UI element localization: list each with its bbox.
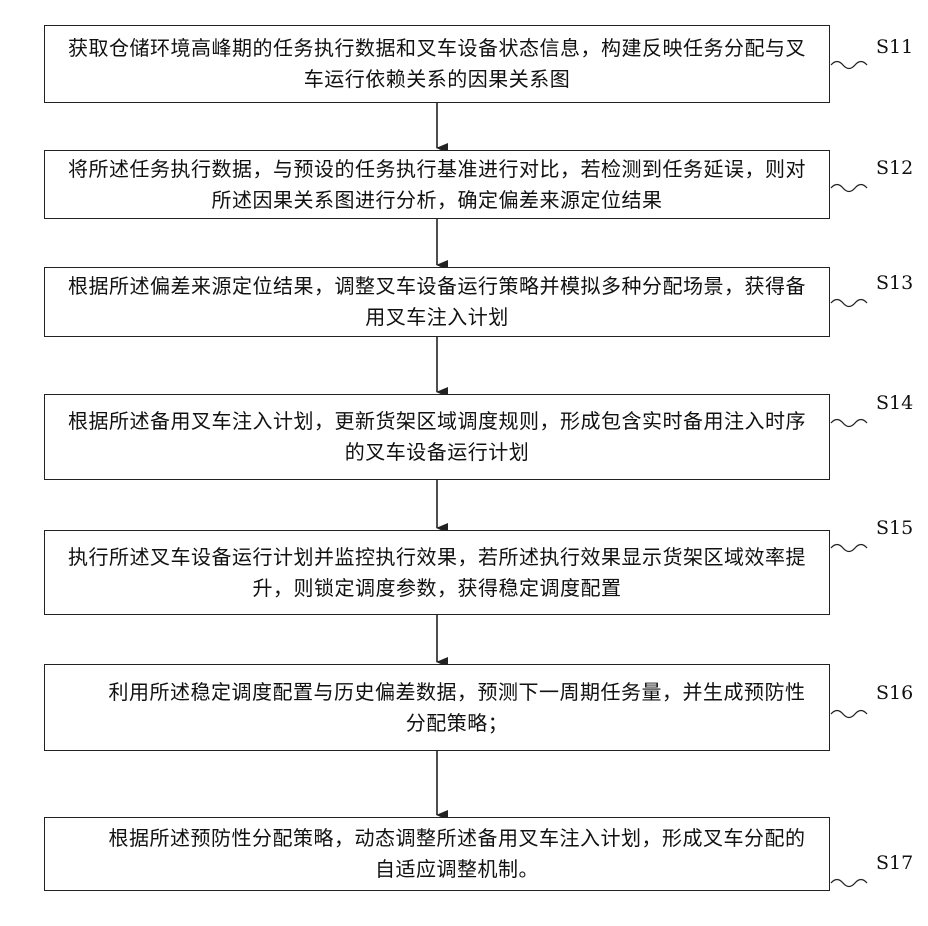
step-label-s12: S12: [876, 157, 913, 179]
step-box-s13: 根据所述偏差来源定位结果，调整叉车设备运行策略并模拟多种分配场景，获得备用叉车注…: [44, 267, 830, 337]
step-label-s15: S15: [876, 517, 913, 539]
leader-s15: [831, 545, 867, 552]
step-label-s13: S13: [876, 272, 913, 294]
step-text-s13: 根据所述偏差来源定位结果，调整叉车设备运行策略并模拟多种分配场景，获得备用叉车注…: [62, 271, 812, 333]
step-text-s12: 将所述任务执行数据，与预设的任务执行基准进行对比，若检测到任务延误，则对所述因果…: [62, 154, 812, 216]
step-label-s14: S14: [876, 392, 913, 414]
leader-s17: [831, 880, 867, 887]
step-box-s12: 将所述任务执行数据，与预设的任务执行基准进行对比，若检测到任务延误，则对所述因果…: [44, 150, 830, 219]
step-text-s15: 执行所述叉车设备运行计划并监控执行效果，若所述执行效果显示货架区域效率提升，则锁…: [62, 542, 812, 604]
leader-s13: [831, 300, 867, 307]
step-box-s17: 根据所述预防性分配策略，动态调整所述备用叉车注入计划，形成叉车分配的自适应调整机…: [44, 817, 830, 891]
leader-s16: [831, 711, 867, 718]
step-label-s11: S11: [876, 36, 913, 58]
step-box-s14: 根据所述备用叉车注入计划，更新货架区域调度规则，形成包含实时备用注入时序的叉车设…: [44, 394, 830, 480]
step-text-s11: 获取仓储环境高峰期的任务执行数据和叉车设备状态信息，构建反映任务分配与叉车运行依…: [62, 33, 812, 95]
step-label-s17: S17: [876, 852, 913, 874]
step-label-s16: S16: [876, 682, 913, 704]
leader-s12: [831, 185, 867, 192]
step-box-s11: 获取仓储环境高峰期的任务执行数据和叉车设备状态信息，构建反映任务分配与叉车运行依…: [44, 25, 830, 103]
step-text-s17: 根据所述预防性分配策略，动态调整所述备用叉车注入计划，形成叉车分配的自适应调整机…: [62, 823, 812, 885]
leader-s11: [831, 62, 867, 69]
step-box-s16: 利用所述稳定调度配置与历史偏差数据，预测下一周期任务量，并生成预防性分配策略；: [44, 664, 830, 751]
leader-s14: [831, 420, 867, 427]
step-text-s16: 利用所述稳定调度配置与历史偏差数据，预测下一周期任务量，并生成预防性分配策略；: [62, 677, 812, 739]
step-text-s14: 根据所述备用叉车注入计划，更新货架区域调度规则，形成包含实时备用注入时序的叉车设…: [62, 406, 812, 468]
step-box-s15: 执行所述叉车设备运行计划并监控执行效果，若所述执行效果显示货架区域效率提升，则锁…: [44, 530, 830, 615]
